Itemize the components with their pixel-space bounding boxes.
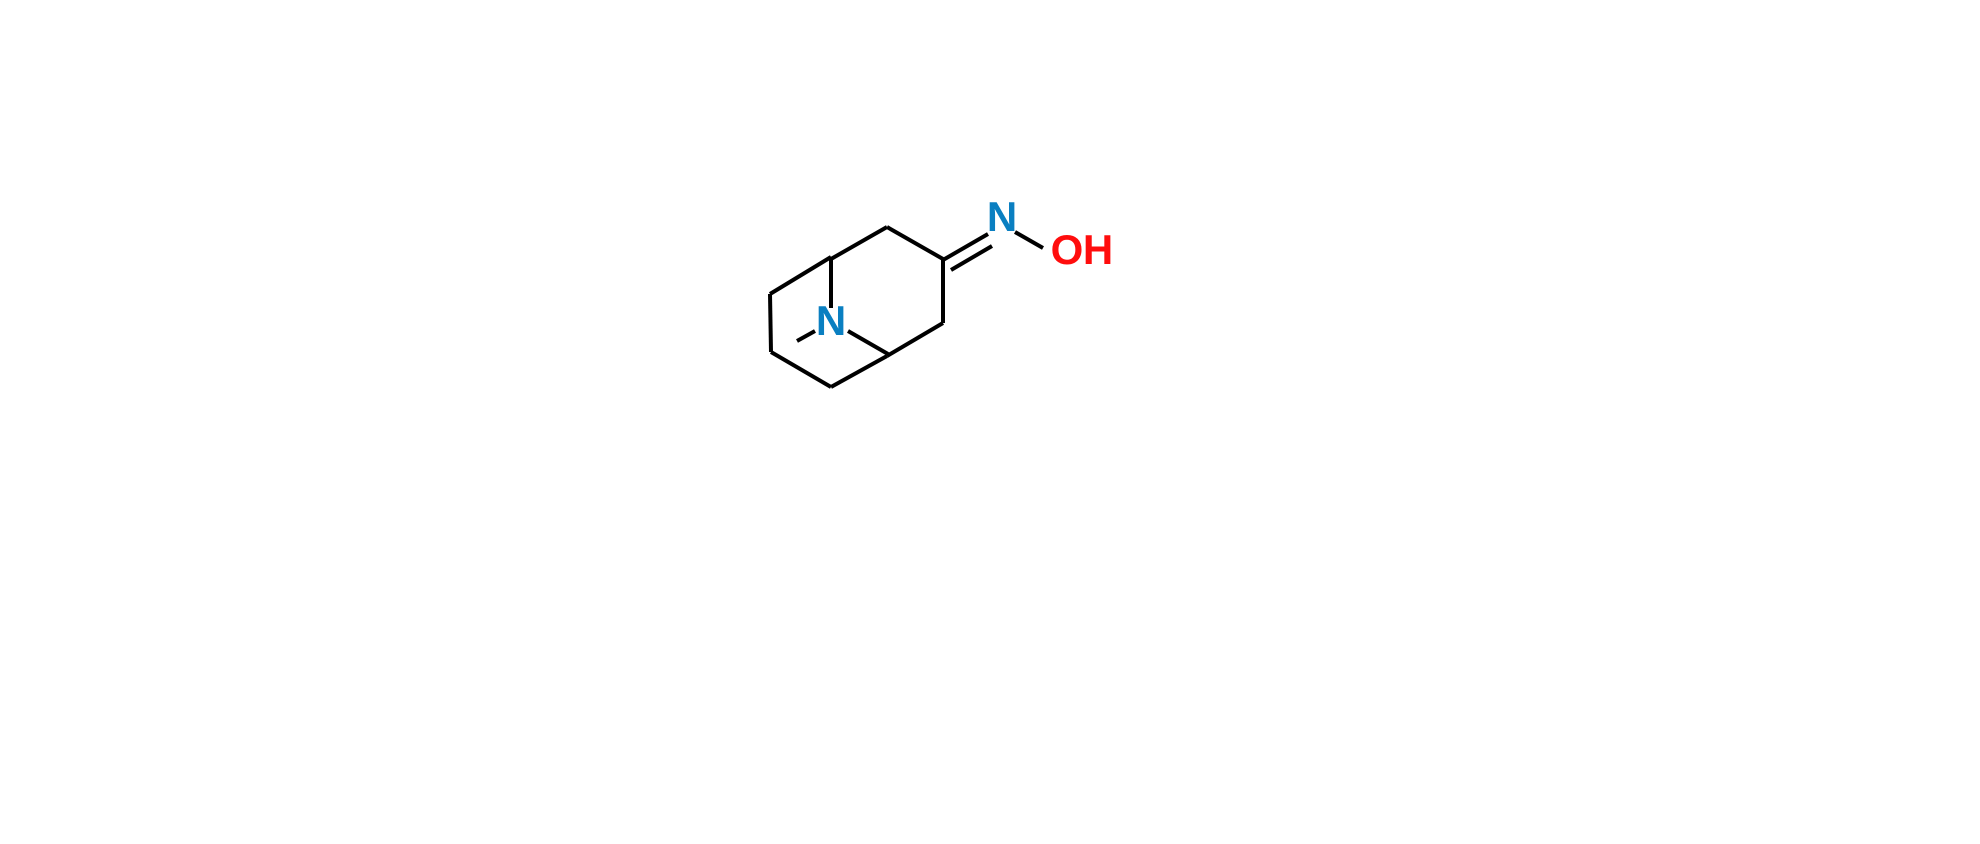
atom-labels: N N O H <box>816 193 1113 344</box>
bond <box>768 255 833 296</box>
bond <box>886 225 944 261</box>
bond <box>1014 230 1044 250</box>
ring-nitrogen-label: N <box>816 297 846 344</box>
double-bond-inner <box>949 244 994 272</box>
bond <box>796 329 816 343</box>
bond <box>830 354 888 389</box>
oxime-nitrogen-label: N <box>987 193 1017 240</box>
bond <box>768 293 773 353</box>
hydrogen-label: H <box>1083 226 1113 273</box>
double-bond-outer <box>941 232 990 262</box>
bond <box>847 329 889 356</box>
oxygen-label: O <box>1051 226 1084 273</box>
bond <box>830 225 888 261</box>
bond <box>885 321 945 358</box>
bonds <box>768 225 1044 389</box>
bond <box>769 350 833 389</box>
